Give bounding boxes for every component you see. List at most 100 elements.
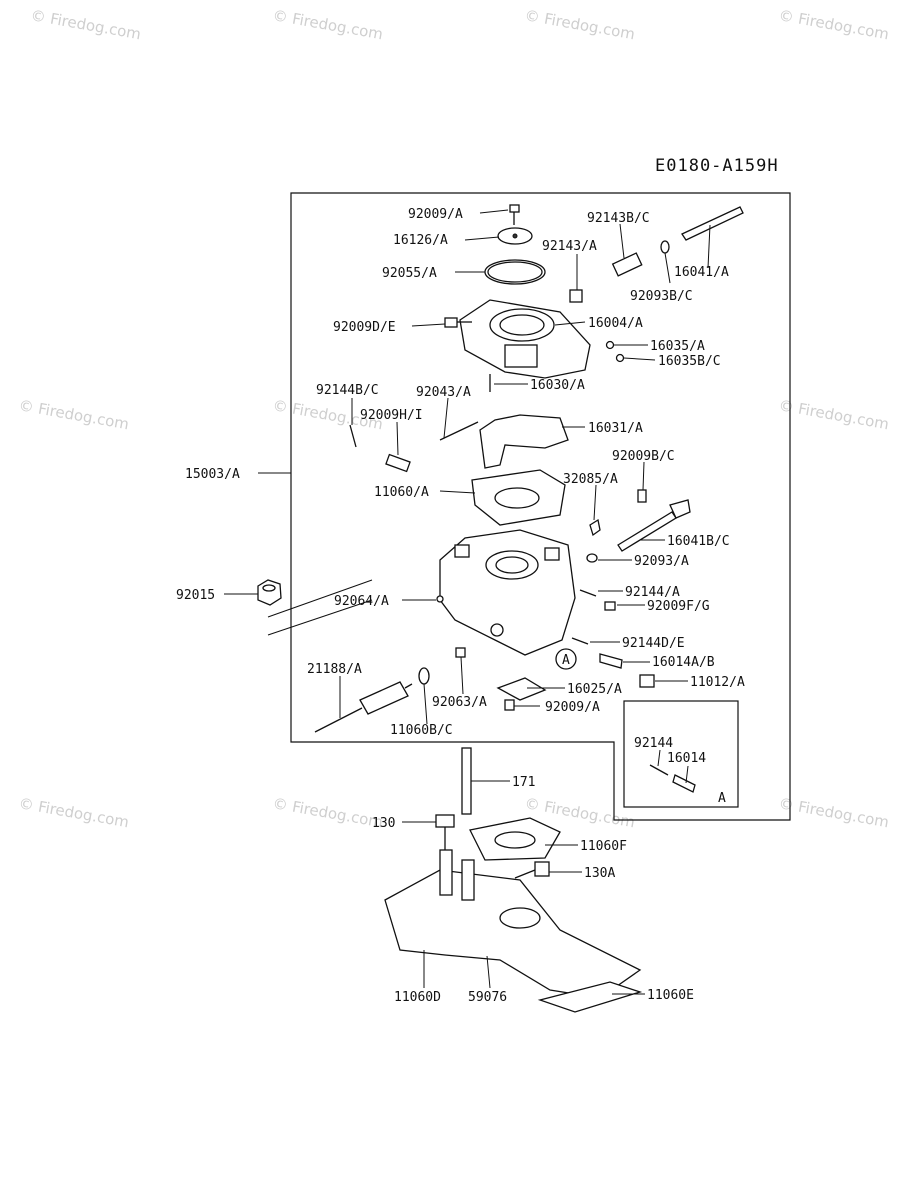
watermark: © Firedog.com — [17, 396, 130, 433]
o-ring-shape — [487, 261, 543, 283]
part-label-11012a: 11012/A — [690, 675, 745, 690]
part-label-16025a: 16025/A — [567, 682, 622, 697]
gasket-shape — [471, 469, 566, 526]
solenoid-wire-shape — [404, 683, 413, 689]
leader-line — [707, 224, 711, 269]
part-label-130a: 130A — [584, 866, 615, 881]
part-label-16041bc: 16041B/C — [667, 534, 730, 549]
screw-shape — [349, 424, 357, 448]
part-label-92143a: 92143/A — [542, 239, 597, 254]
leader-line — [479, 209, 509, 214]
plug-shape — [455, 647, 466, 658]
float-shape — [479, 414, 569, 469]
part-labels: 92009/A 16126/A 92055/A 92143B/C 92143/A… — [176, 207, 745, 1005]
part-label-92009a-bottom: 92009/A — [545, 700, 600, 715]
carb-main-body-shape — [439, 529, 576, 656]
part-label-92009a-top: 92009/A — [408, 207, 463, 222]
plug-shape — [605, 340, 615, 350]
screw-shape — [649, 764, 669, 776]
part-label-15003a: 15003/A — [185, 467, 240, 482]
leader-line — [642, 461, 645, 491]
part-label-92015: 92015 — [176, 588, 215, 603]
solenoid-wire-shape — [314, 707, 363, 733]
part-label-92043a: 92043/A — [416, 385, 471, 400]
stud-shape — [461, 747, 472, 815]
part-label-16041a: 16041/A — [674, 265, 729, 280]
pin-shape — [439, 421, 479, 441]
part-label-92143bc: 92143B/C — [587, 211, 650, 226]
screw-shape — [444, 317, 458, 328]
plug-shape — [615, 353, 625, 363]
part-label-92063a: 92063/A — [432, 695, 487, 710]
leader-line — [443, 397, 449, 439]
part-label-11060e: 11060E — [647, 988, 694, 1003]
diaphragm-shape — [496, 677, 547, 701]
watermark: © Firedog.com — [777, 396, 890, 433]
leader-line — [657, 749, 661, 767]
part-label-92144: 92144 — [634, 736, 673, 751]
watermark: © Firedog.com — [523, 6, 636, 43]
leader-line — [396, 421, 399, 456]
carb-top-bore-shape — [499, 314, 545, 336]
plug-shape — [436, 595, 444, 603]
manifold-post-shape — [439, 849, 453, 896]
part-label-92093bc: 92093B/C — [630, 289, 693, 304]
manifold-post-shape — [461, 859, 475, 901]
part-label-92009fg: 92009F/G — [647, 599, 710, 614]
washer-shape — [660, 240, 670, 254]
carb-main-bore-shape — [485, 550, 539, 580]
carb-top-neck-shape — [504, 344, 538, 368]
carburetor-frame — [290, 192, 791, 821]
manifold-shape — [384, 869, 642, 999]
collar-shape — [569, 289, 583, 303]
leader-line — [439, 490, 476, 494]
inset-box-a — [623, 700, 739, 808]
part-label-11060a: 11060/A — [374, 485, 429, 500]
part-label-16031a: 16031/A — [588, 421, 643, 436]
callout-a-label: A — [562, 653, 570, 668]
part-label-92064a: 92064/A — [334, 594, 389, 609]
part-label-16126a: 16126/A — [393, 233, 448, 248]
inset-box-a-label: A — [718, 791, 726, 806]
part-label-11060d: 11060D — [394, 990, 441, 1005]
screw-shape — [579, 589, 597, 597]
leader-line — [460, 656, 464, 695]
part-label-92144bc: 92144B/C — [316, 383, 379, 398]
callout-a-circle — [555, 648, 577, 670]
screw-shape — [385, 453, 411, 473]
manifold-port-shape — [499, 907, 541, 929]
cap-hole-shape — [512, 233, 518, 239]
part-label-16035a: 16035/A — [650, 339, 705, 354]
gasket-shape — [537, 981, 643, 1013]
carb-port-shape — [490, 623, 504, 637]
part-label-92144a: 92144/A — [625, 585, 680, 600]
bolt-shape — [534, 861, 550, 877]
leader-line — [486, 955, 491, 989]
part-label-92009bc: 92009B/C — [612, 449, 675, 464]
cap-shape — [639, 674, 655, 688]
gasket-bore-shape — [494, 487, 540, 509]
leader-line — [464, 236, 500, 241]
jet-shape — [672, 774, 696, 793]
frame-bracket-line — [267, 599, 373, 636]
leader-line — [423, 683, 428, 725]
part-label-92055a: 92055/A — [382, 266, 437, 281]
part-label-16014ab: 16014A/B — [652, 655, 715, 670]
washer-shape — [586, 553, 598, 563]
leader-line — [685, 765, 689, 784]
screw-shape — [637, 489, 647, 503]
part-label-16014: 16014 — [667, 751, 706, 766]
part-label-171: 171 — [512, 775, 535, 790]
leader-lines — [224, 209, 711, 995]
bolt-shape — [514, 869, 536, 879]
part-label-21188a: 21188/A — [307, 662, 362, 677]
watermark: © Firedog.com — [29, 6, 142, 43]
diagram-id: E0180-A159H — [655, 156, 779, 176]
carb-main-bore-shape — [495, 556, 529, 574]
carb-boss-shape — [454, 544, 470, 558]
leader-line — [593, 484, 597, 521]
part-label-11060f: 11060F — [580, 839, 627, 854]
part-label-16035bc: 16035B/C — [658, 354, 721, 369]
watermark: © Firedog.com — [777, 6, 890, 43]
part-label-11060bc: 11060B/C — [390, 723, 453, 738]
